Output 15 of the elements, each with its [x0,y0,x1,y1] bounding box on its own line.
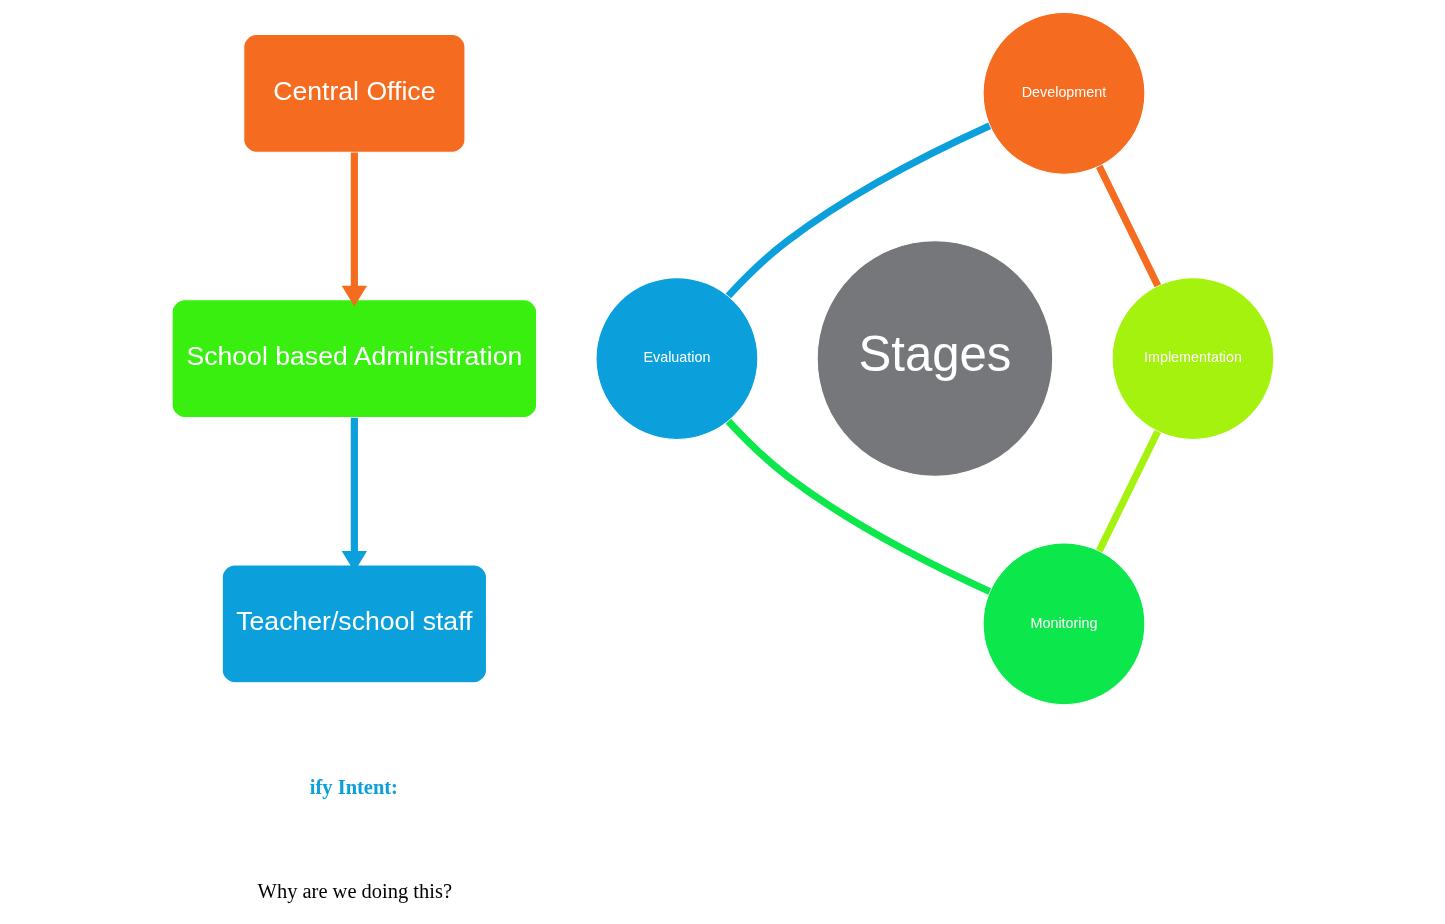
arrow [341,152,367,307]
node-box: Central Office [242,34,465,153]
node-box: Teacher/school staff [221,564,487,684]
label: ify Intent: [309,775,398,798]
connector [1095,429,1161,553]
connector [725,122,991,299]
connector [1095,164,1161,288]
label: Why are we doing this? [257,880,452,903]
connector [725,418,991,595]
node-box: School based Administration [171,299,537,418]
node-circle: Evaluation [595,277,758,440]
node-circle: Development [982,11,1145,175]
node-circle: Stages [816,240,1053,477]
node-circle: Implementation [1111,277,1274,440]
node-circle: Monitoring [982,542,1145,706]
